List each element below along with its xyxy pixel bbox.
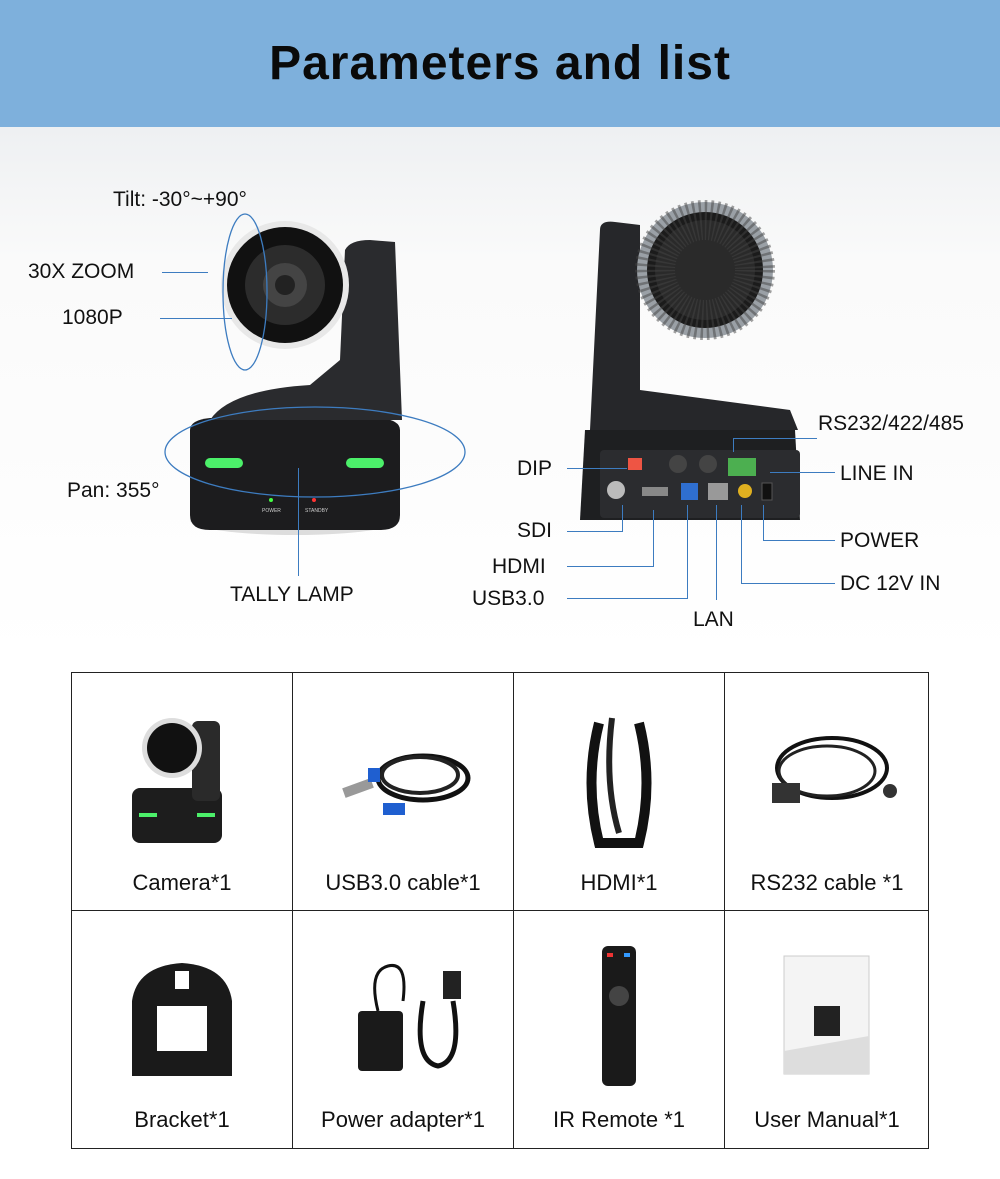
lan-label: LAN xyxy=(693,608,734,631)
hdmi-cable-icon xyxy=(586,717,652,848)
dc-in-label: DC 12V IN xyxy=(840,572,941,595)
sdi-label: SDI xyxy=(517,519,553,542)
package-item: Power adapter*1 xyxy=(293,911,514,1149)
camera-rear-image xyxy=(580,200,800,520)
package-item: Bracket*1 xyxy=(72,911,293,1149)
power-label: POWER xyxy=(840,529,920,552)
package-item: Camera*1 xyxy=(72,673,293,911)
package-label: User Manual*1 xyxy=(754,1107,900,1132)
tilt-label: Tilt: -30°~+90° xyxy=(113,188,247,211)
rs232-cable-icon xyxy=(772,736,897,803)
power-print: POWER xyxy=(262,508,281,514)
package-item: USB3.0 cable*1 xyxy=(293,673,514,911)
line-in-label: LINE IN xyxy=(840,462,914,485)
resolution-label: 1080P xyxy=(62,306,123,329)
package-item: User Manual*1 xyxy=(725,911,929,1149)
package-label: RS232 cable *1 xyxy=(750,870,904,895)
hdmi-label: HDMI xyxy=(492,555,546,578)
package-list-table: Camera*1 USB3.0 cable*1 HDMI*1 RS232 cab… xyxy=(71,672,929,1149)
standby-print: STANDBY xyxy=(305,508,329,514)
remote-icon xyxy=(602,946,636,1086)
package-label: HDMI*1 xyxy=(580,870,658,895)
page-title: Parameters and list xyxy=(269,37,731,90)
usb-cable-icon xyxy=(342,753,471,815)
package-label: IR Remote *1 xyxy=(552,1107,686,1132)
dip-label: DIP xyxy=(517,457,553,480)
rs232-label: RS232/422/485 xyxy=(818,412,964,435)
manual-icon xyxy=(783,955,870,1075)
header-banner: Parameters and list xyxy=(0,0,1000,127)
package-label: Power adapter*1 xyxy=(321,1107,485,1132)
camera-front-image: POWER STANDBY xyxy=(164,213,466,535)
camera-icon xyxy=(132,718,222,843)
package-label: USB3.0 cable*1 xyxy=(325,870,481,895)
package-item: RS232 cable *1 xyxy=(725,673,929,911)
zoom-label: 30X ZOOM xyxy=(28,260,135,283)
bracket-icon xyxy=(132,963,232,1076)
tally-lamp-label: TALLY LAMP xyxy=(230,583,354,606)
package-item: IR Remote *1 xyxy=(514,911,725,1149)
power-adapter-icon xyxy=(358,963,461,1071)
usb-label: USB3.0 xyxy=(472,587,545,610)
pan-label: Pan: 355° xyxy=(67,479,160,502)
package-item: HDMI*1 xyxy=(514,673,725,911)
package-label: Camera*1 xyxy=(132,870,232,895)
package-label: Bracket*1 xyxy=(134,1107,230,1132)
